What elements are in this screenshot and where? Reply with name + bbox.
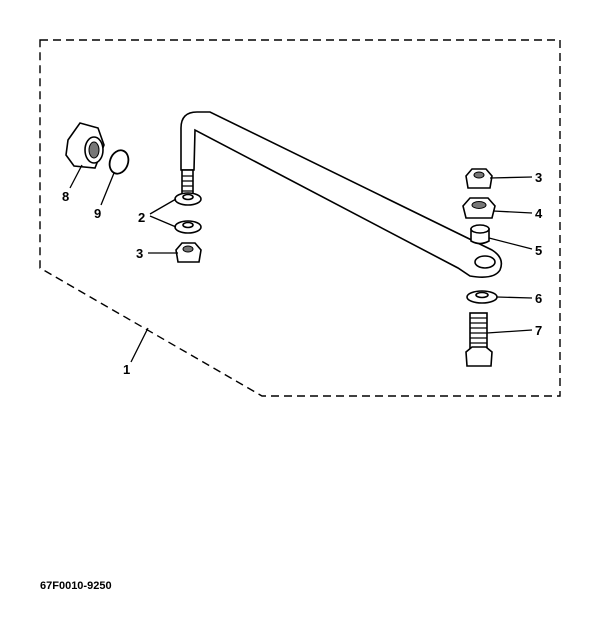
callout-6: 6 bbox=[535, 291, 542, 306]
callout-9: 9 bbox=[94, 206, 101, 221]
bolt-7 bbox=[465, 312, 493, 367]
oring-9 bbox=[108, 149, 130, 175]
callout-3-left: 3 bbox=[136, 246, 143, 261]
nut-3-right bbox=[465, 168, 493, 189]
callout-2: 2 bbox=[138, 210, 145, 225]
washer-2-lower bbox=[174, 220, 202, 234]
nut-3-left bbox=[175, 242, 202, 263]
callout-4: 4 bbox=[535, 206, 543, 221]
part-code: 67F0010-9250 bbox=[40, 580, 112, 592]
callout-7: 7 bbox=[535, 323, 542, 338]
nut-8 bbox=[65, 122, 105, 169]
callout-5: 5 bbox=[535, 243, 542, 258]
steering-link-rod bbox=[180, 111, 503, 278]
callout-3-right: 3 bbox=[535, 170, 542, 185]
washer-2-upper bbox=[174, 192, 202, 206]
washer-6 bbox=[466, 290, 498, 304]
leader-lines bbox=[69, 164, 533, 363]
kit-boundary bbox=[39, 39, 561, 397]
nut-4 bbox=[462, 197, 496, 219]
collar-5 bbox=[470, 224, 490, 245]
callout-8: 8 bbox=[62, 189, 69, 204]
callout-1: 1 bbox=[123, 362, 130, 377]
